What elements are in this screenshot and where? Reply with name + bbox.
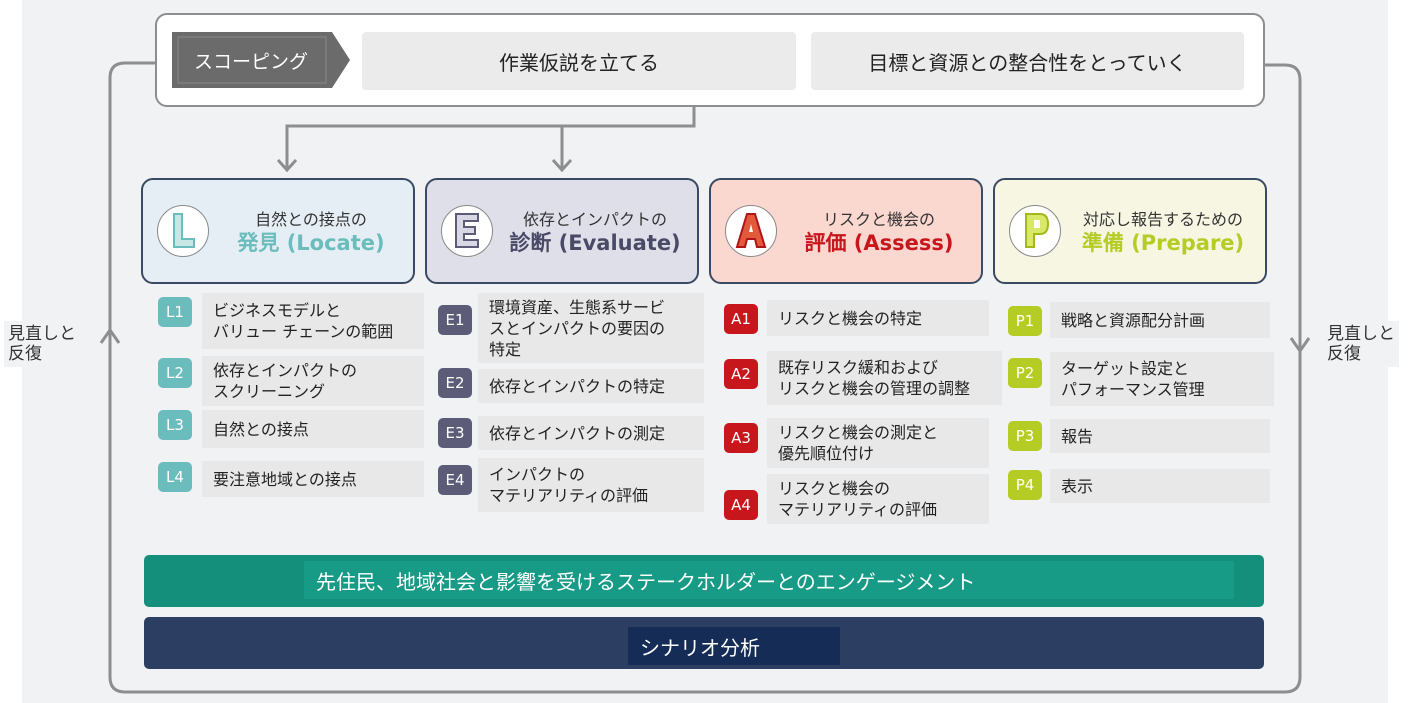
item-L3: 自然との接点 — [202, 410, 424, 448]
phase-locate: 自然との接点の 発見 (Locate) — [141, 178, 415, 284]
item-A1: リスクと機会の特定 — [767, 300, 989, 336]
code-A2: A2 — [724, 359, 758, 389]
alignment-box: 目標と資源との整合性をとっていく — [811, 32, 1244, 90]
code-P2: P2 — [1008, 358, 1042, 388]
item-L2: 依存とインパクトの スクリーニング — [202, 356, 424, 406]
item-E1: 環境資産、生態系サービ スとインパクトの要因の 特定 — [478, 293, 704, 363]
code-P4: P4 — [1008, 470, 1042, 500]
code-E3: E3 — [438, 418, 472, 448]
item-P3: 報告 — [1050, 419, 1270, 453]
phase-assess-title: 評価 (Assess) — [804, 230, 954, 255]
phase-evaluate: 依存とインパクトの 診断 (Evaluate) — [425, 178, 699, 284]
item-P1: 戦略と資源配分計画 — [1050, 302, 1270, 338]
code-P1: P1 — [1008, 306, 1042, 336]
phase-prepare: 対応し報告するための 準備 (Prepare) — [993, 178, 1267, 284]
item-E3: 依存とインパクトの測定 — [478, 416, 704, 450]
phase-locate-title: 発見 (Locate) — [237, 230, 385, 255]
engagement-text: 先住民、地域社会と影響を受けるステークホルダーとのエンゲージメント — [304, 561, 1234, 599]
code-P3: P3 — [1008, 421, 1042, 451]
item-P4: 表示 — [1050, 469, 1270, 503]
scoping-tag-shape — [172, 32, 350, 88]
phase-evaluate-title: 診断 (Evaluate) — [509, 230, 681, 255]
code-A4: A4 — [724, 490, 758, 520]
hypothesis-box: 作業仮説を立てる — [362, 32, 796, 90]
scenario-text: シナリオ分析 — [628, 627, 840, 665]
loop-down-arrow-icon — [1289, 337, 1311, 354]
arrow-to-evaluate-icon — [551, 158, 573, 173]
code-E2: E2 — [438, 368, 472, 398]
item-P2: ターゲット設定と パフォーマンス管理 — [1050, 352, 1274, 406]
phase-assess: リスクと機会の 評価 (Assess) — [709, 178, 983, 284]
code-E1: E1 — [438, 305, 472, 335]
item-A2: 既存リスク緩和および リスクと機会の管理の調整 — [767, 351, 1002, 405]
phase-prepare-sub: 対応し報告するための — [1082, 209, 1243, 229]
phase-locate-sub: 自然との接点の — [255, 209, 367, 229]
item-E4: インパクトの マテリアリティの評価 — [478, 458, 704, 512]
loop-up-arrow-icon — [99, 327, 121, 344]
item-L1: ビジネスモデルと バリュー チェーンの範囲 — [202, 293, 424, 349]
code-E4: E4 — [438, 465, 472, 495]
item-A3: リスクと機会の測定と 優先順位付け — [767, 418, 989, 468]
code-L2: L2 — [158, 358, 192, 388]
code-L4: L4 — [158, 462, 192, 492]
L-block-icon — [157, 205, 209, 257]
code-L1: L1 — [158, 297, 192, 327]
phase-assess-sub: リスクと機会の — [822, 209, 935, 229]
code-A1: A1 — [724, 304, 758, 334]
A-block-icon — [725, 205, 777, 257]
item-E2: 依存とインパクトの特定 — [478, 369, 704, 403]
E-block-icon — [441, 205, 493, 257]
phase-prepare-title: 準備 (Prepare) — [1081, 230, 1245, 255]
code-A3: A3 — [724, 423, 758, 453]
phase-evaluate-sub: 依存とインパクトの — [522, 209, 667, 229]
left-iteration-label: 見直しと 反復 — [4, 321, 80, 367]
item-A4: リスクと機会の マテリアリティの評価 — [767, 474, 989, 524]
P-block-icon — [1009, 205, 1061, 257]
scoping-tag: スコーピング — [193, 50, 308, 73]
arrow-to-locate-icon — [276, 158, 298, 173]
code-L3: L3 — [158, 410, 192, 440]
item-L4: 要注意地域との接点 — [202, 461, 424, 497]
right-iteration-label: 見直しと 反復 — [1323, 321, 1399, 367]
